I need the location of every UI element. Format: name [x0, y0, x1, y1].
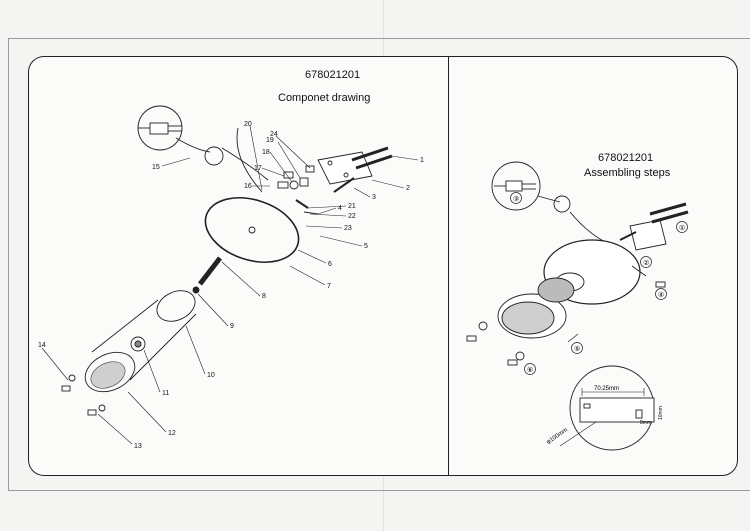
- part-11: 11: [162, 390, 169, 397]
- terminal-block: [149, 122, 169, 135]
- mount-plate: [579, 397, 655, 423]
- part-14: 14: [38, 342, 46, 349]
- bracket-right: [629, 219, 667, 251]
- component-drawing-panel: [28, 56, 449, 476]
- part-7: 7: [327, 283, 331, 290]
- product-code-right: 678021201: [598, 152, 654, 164]
- part-16: [277, 181, 289, 189]
- shade-bottom: [84, 351, 136, 393]
- part-17: [283, 171, 294, 179]
- lens-right: [501, 301, 555, 335]
- part-number-labels: 1 2 3 4 5 6 7 8 9 10 11 12 13 14 15 16 1…: [38, 121, 424, 450]
- part-4: 4: [338, 205, 342, 212]
- dimension-small-label: 10mm: [658, 406, 664, 420]
- left-border-line: [8, 38, 9, 491]
- washer-14: [68, 374, 76, 382]
- top-border-line: [8, 38, 750, 39]
- wire: [175, 137, 211, 153]
- part-6: 6: [328, 261, 332, 268]
- part-1: 1: [420, 157, 424, 164]
- assembling-steps-title: Assembling steps: [584, 167, 671, 179]
- leader-lines: [41, 125, 419, 445]
- part-24: [305, 165, 315, 173]
- part-22: [303, 211, 319, 215]
- lamp-holder-11: [130, 336, 146, 352]
- product-code-left: 678021201: [305, 69, 361, 81]
- step-3: ③: [513, 195, 519, 203]
- part-20: 20: [244, 121, 252, 128]
- part-23: 23: [344, 225, 352, 232]
- part-9: 9: [230, 323, 234, 330]
- part-18: 18: [262, 149, 270, 156]
- wall-plug-1: [351, 146, 393, 170]
- part-3: 3: [372, 194, 376, 201]
- lens-grid: [90, 361, 126, 389]
- screw-14: [61, 385, 71, 392]
- part-16: 16: [244, 183, 252, 190]
- assembling-drawing: [466, 161, 689, 451]
- screw-3: [333, 177, 355, 193]
- step-6: ⑥: [527, 366, 533, 374]
- part-10: 10: [207, 372, 215, 379]
- shade-edge: [91, 299, 159, 353]
- reflector: [537, 277, 575, 303]
- dimension-small2-label: 8mm: [640, 420, 651, 426]
- screw-13: [87, 409, 97, 416]
- wall-bracket: [317, 151, 373, 185]
- part-12: 12: [168, 430, 176, 437]
- part-21: [295, 199, 309, 209]
- component-drawing: [41, 105, 419, 445]
- grommet-15: [204, 146, 224, 166]
- part-22: 22: [348, 213, 356, 220]
- component-drawing-title: Componet drawing: [278, 92, 371, 104]
- step-5: ⑤: [574, 345, 580, 353]
- step-1: ①: [679, 224, 685, 232]
- part-8: 8: [262, 293, 266, 300]
- rod-8: [198, 256, 222, 286]
- step-2: ②: [643, 259, 649, 267]
- part-15: 15: [152, 164, 160, 171]
- canopy-plate: [204, 197, 300, 263]
- part-2: 2: [406, 185, 410, 192]
- part-17: 17: [254, 165, 262, 172]
- dimension-width-label: 70.25mm: [594, 386, 619, 392]
- step3-inset: [491, 161, 541, 211]
- dimension-diameter-label: φ100mm: [546, 427, 569, 445]
- part-24: 24: [270, 131, 278, 138]
- part-18: [289, 180, 299, 190]
- washer-13: [98, 404, 106, 412]
- part-19: [299, 177, 309, 187]
- part-21: 21: [348, 203, 356, 210]
- shade-top: [156, 290, 196, 322]
- step-4: ④: [658, 291, 664, 299]
- bottom-border-line: [8, 490, 750, 491]
- part-19: 19: [266, 137, 274, 144]
- grommet-right: [553, 195, 571, 213]
- part-5: 5: [364, 243, 368, 250]
- part-13: 13: [134, 443, 142, 450]
